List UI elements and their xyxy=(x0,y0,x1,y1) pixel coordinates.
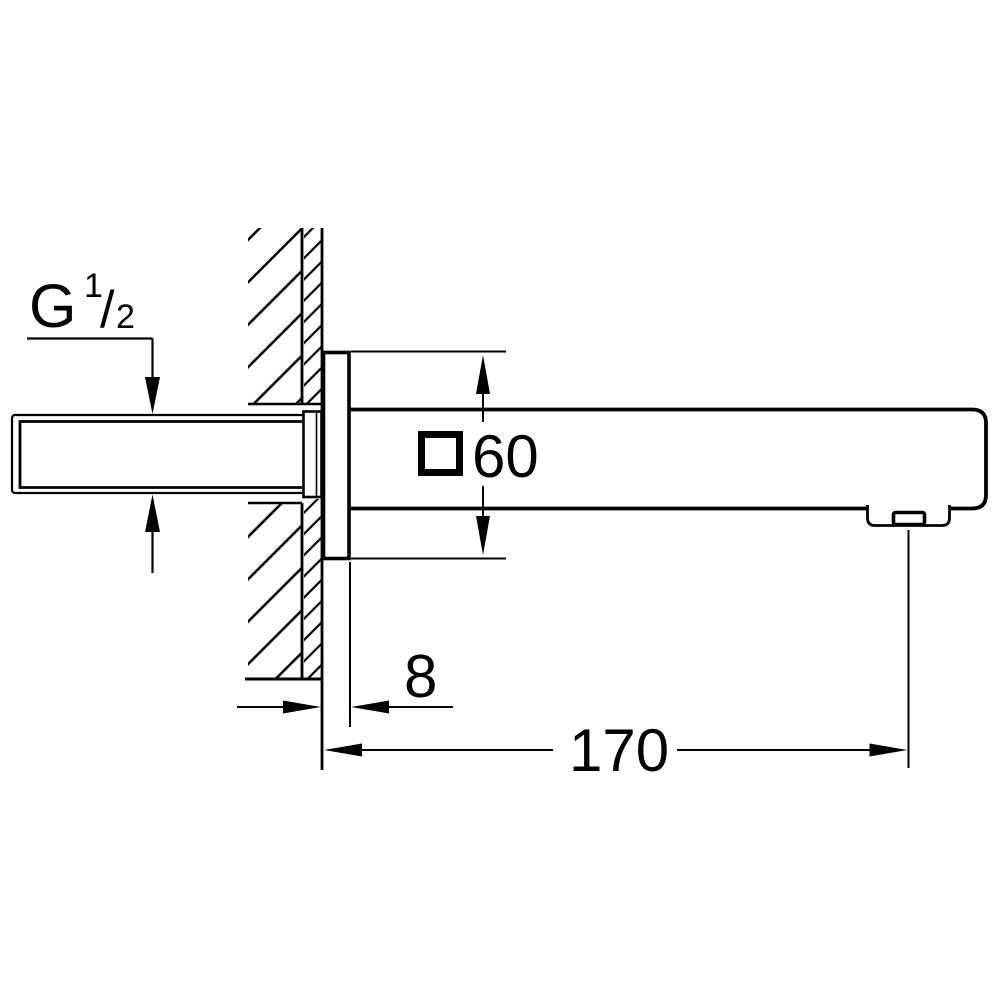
arrow-right-icon xyxy=(283,700,321,714)
arrow-left-icon xyxy=(351,700,389,714)
thread-label-denominator: 2 xyxy=(116,298,135,336)
spout-body xyxy=(349,407,988,511)
thread-label-numerator: 1 xyxy=(84,267,103,305)
dim-thread-size: G 1 / 2 xyxy=(27,267,160,573)
thread-label-slash: / xyxy=(100,281,115,339)
wall-finish-hatch-upper xyxy=(304,228,322,405)
thread-label-prefix: G xyxy=(29,272,76,340)
pipe-outline xyxy=(10,413,324,495)
leader-line xyxy=(27,337,154,378)
arrow-down-icon xyxy=(476,516,490,555)
dim-square-60: 60 xyxy=(351,350,539,560)
arrow-up-icon xyxy=(145,494,160,532)
aerator-insert xyxy=(891,510,927,527)
pipe-collar xyxy=(302,410,323,499)
dim-depth-8: 8 xyxy=(237,562,453,727)
wall-hatch-upper xyxy=(248,228,302,405)
wall-hatch-lower xyxy=(248,503,302,679)
escutcheon-plate xyxy=(321,350,351,561)
arrow-right-icon xyxy=(869,743,908,757)
wall-section xyxy=(245,228,324,770)
dim-length-170: 170 xyxy=(324,530,910,784)
arrow-left-icon xyxy=(324,743,362,757)
square-symbol xyxy=(418,431,463,476)
dimension-value-60: 60 xyxy=(472,423,539,490)
dimension-value-8: 8 xyxy=(404,643,437,710)
dimension-value-170: 170 xyxy=(569,717,669,784)
pipe-thread-inner-line xyxy=(18,420,302,489)
arrow-up-icon xyxy=(476,355,490,394)
spout-outline xyxy=(349,407,988,511)
aerator xyxy=(866,505,951,527)
arrow-down-icon xyxy=(145,377,160,414)
wall-finish-hatch-lower xyxy=(304,499,322,679)
inlet-pipe xyxy=(10,410,324,499)
